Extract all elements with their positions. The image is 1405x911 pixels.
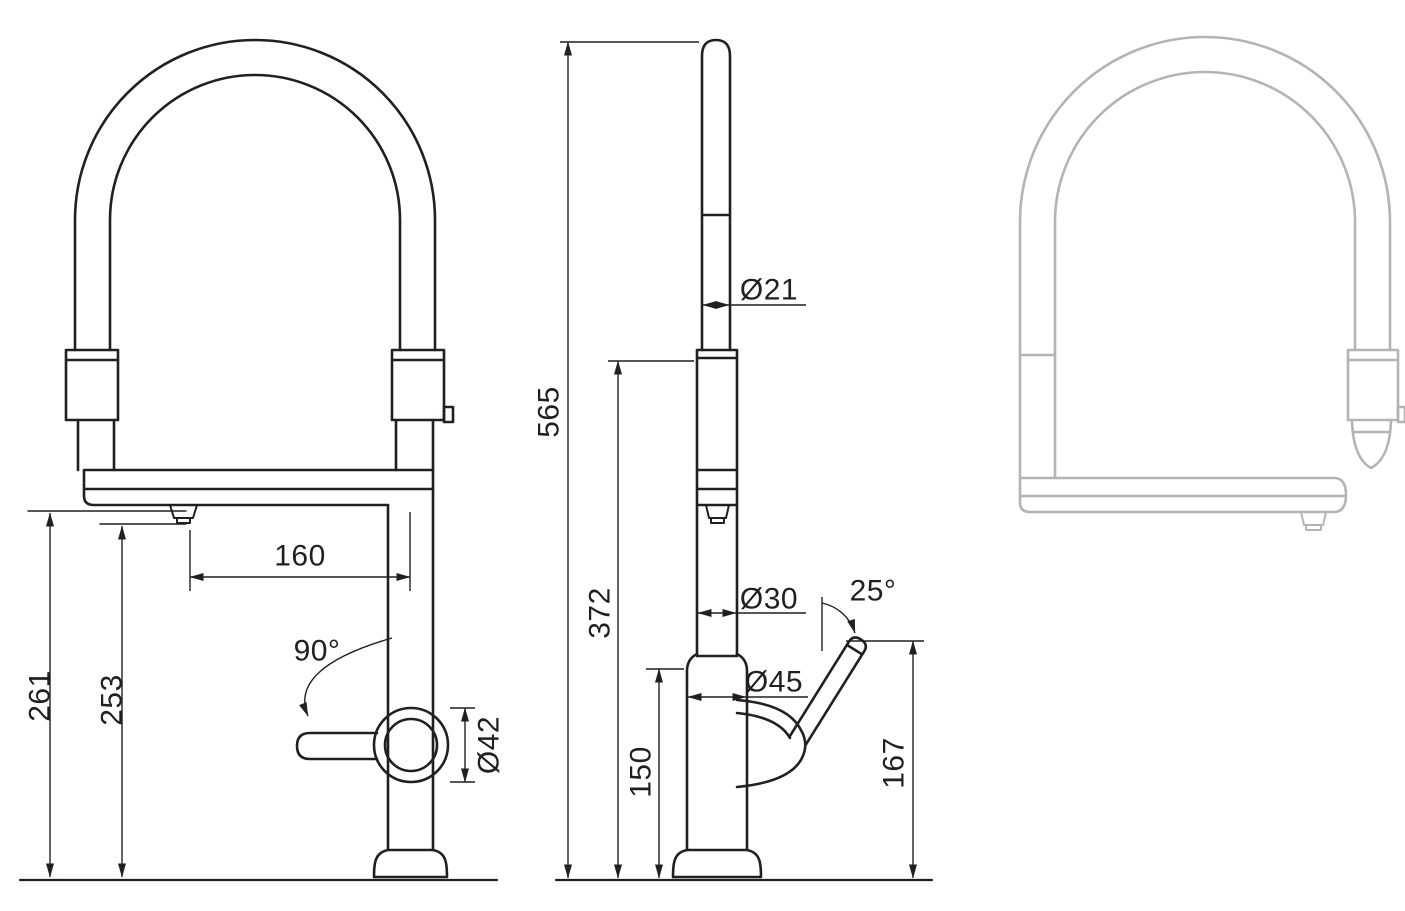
left-coupler [64, 348, 120, 422]
handle-knob-inner [383, 717, 439, 773]
dim-label-261: 261 [24, 670, 57, 722]
base-side [671, 848, 763, 879]
front-view [18, 38, 499, 882]
spout-arm [1018, 476, 1348, 514]
spring-arc-inner [1053, 70, 1357, 352]
left-leg [1018, 348, 1057, 480]
rear-view [1018, 35, 1405, 531]
side-view [554, 38, 934, 882]
spray-button [442, 405, 455, 424]
rotation-arc-arrow [299, 637, 393, 717]
dim-handle-rotation: 90° [294, 635, 393, 717]
dim-lever-tilt: 25° [821, 575, 897, 651]
spout-tube [700, 38, 732, 352]
dim-label-d42: Ø42 [473, 716, 506, 774]
dim-pivot-height: 372 [584, 360, 694, 879]
dim-label-253: 253 [96, 674, 129, 726]
body-column [386, 468, 435, 852]
extension-lines [450, 707, 475, 783]
dim-height-outer: 261 [24, 512, 57, 878]
dim-label-90deg: 90° [294, 635, 341, 668]
lower-body [685, 652, 749, 852]
front-dimensions: 160 261 253 90° Ø42 [24, 512, 506, 878]
dim-label-167: 167 [878, 737, 911, 789]
spring-arc-outer [73, 38, 437, 352]
angle-arc-arrow [821, 602, 856, 634]
dim-overall-height: 565 [533, 41, 699, 879]
dim-label-25deg: 25° [850, 575, 897, 608]
dim-spout-tube-diameter: Ø21 [702, 274, 806, 309]
handle-knob-outer [372, 706, 450, 784]
dim-label-d30: Ø30 [740, 583, 798, 616]
spray-button [1396, 405, 1405, 424]
side-dimensions: 565 372 150 167 Ø21 Ø30 [533, 41, 924, 879]
dim-label-d45: Ø45 [745, 666, 803, 699]
handle-lever-side [788, 636, 868, 747]
spray-nozzle-side [705, 504, 730, 524]
dim-label-d21: Ø21 [740, 274, 798, 307]
right-coupler [390, 348, 446, 422]
handle-lever-front [295, 731, 379, 761]
reference-lines [27, 510, 187, 525]
upper-body [695, 348, 739, 658]
head-coupler [1346, 348, 1400, 422]
right-tube [394, 418, 435, 472]
dim-height-inner: 253 [96, 525, 129, 878]
dim-lever-top-height: 167 [846, 640, 924, 879]
spray-head [1350, 418, 1393, 470]
spring-arc-inner [108, 73, 402, 352]
dim-label-160: 160 [274, 540, 326, 573]
dim-lower-body-height: 150 [625, 668, 684, 879]
spray-nozzle [1300, 511, 1327, 531]
dim-handle-diameter: Ø42 [450, 707, 506, 783]
dim-base-diameter: Ø45 [687, 666, 808, 701]
dim-label-150: 150 [625, 746, 658, 798]
base-front [372, 848, 449, 879]
dim-label-565: 565 [533, 386, 566, 438]
lever-outline [788, 636, 868, 747]
left-tube [76, 418, 116, 472]
dim-spout-reach: 160 [189, 512, 411, 591]
spray-nozzle [169, 504, 198, 524]
spout-arm [82, 468, 435, 507]
spring-arc-outer [1018, 35, 1392, 352]
dim-body-diameter: Ø30 [697, 583, 806, 617]
dim-label-372: 372 [584, 587, 617, 639]
